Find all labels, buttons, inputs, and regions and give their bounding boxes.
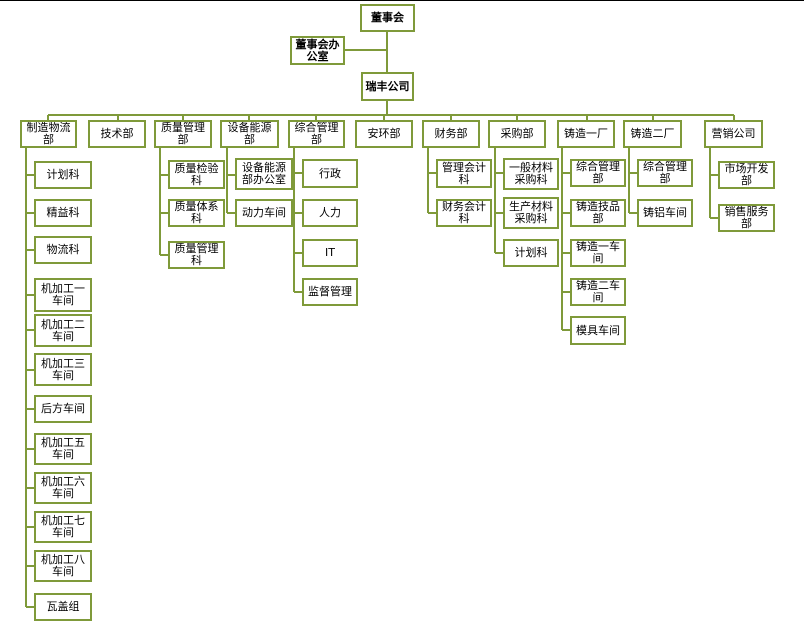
child-box: 一般材料采购科	[503, 158, 559, 190]
child-box: 铸铝车间	[637, 199, 693, 227]
child-box: 生产材料采购科	[503, 197, 559, 229]
child-box: 铸造二车间	[570, 278, 626, 306]
dept-label: 安环部	[367, 127, 401, 140]
child-box: 后方车间	[34, 395, 92, 423]
child-box: 精益科	[34, 199, 92, 227]
child-label: 铸造技品部	[576, 200, 620, 225]
child-label: 市场开发部	[724, 162, 769, 187]
child-label: 生产材料采购科	[509, 200, 553, 225]
child-box: 人力	[302, 199, 358, 227]
dept-label: 设备能源部	[227, 121, 272, 146]
child-box: 质量体系科	[168, 199, 225, 227]
child-box: 机加工五车间	[34, 433, 92, 465]
child-label: 设备能源部办公室	[242, 161, 286, 186]
child-box: 设备能源部办公室	[235, 158, 293, 190]
dept-general: 综合管理部	[288, 120, 345, 148]
child-label: 机加工八车间	[41, 553, 85, 578]
dept-finance: 财务部	[422, 120, 480, 148]
child-box: 机加工三车间	[34, 353, 92, 386]
child-label: 机加工一车间	[41, 282, 85, 307]
child-box: 计划科	[503, 239, 559, 267]
child-label: 动力车间	[242, 206, 286, 219]
child-box: 机加工六车间	[34, 472, 92, 504]
child-label: 质量检验科	[174, 161, 219, 187]
child-box: 管理会计科	[436, 159, 492, 188]
dept-label: 制造物流部	[26, 121, 71, 146]
board-box: 董事会	[360, 4, 415, 32]
child-label: 综合管理部	[643, 160, 687, 185]
child-label: 计划科	[514, 246, 548, 259]
dept-label: 采购部	[500, 127, 534, 140]
child-label: 机加工六车间	[41, 475, 85, 500]
child-box: 机加工二车间	[34, 314, 92, 347]
child-label: 机加工七车间	[41, 514, 85, 539]
child-box: 质量管理科	[168, 241, 225, 269]
company-box: 瑞丰公司	[361, 72, 414, 101]
child-label: 监督管理	[308, 285, 352, 298]
child-label: 质量管理科	[174, 242, 219, 267]
child-label: 计划科	[46, 168, 80, 181]
child-box: 铸造技品部	[570, 199, 626, 227]
child-box: 物流科	[34, 236, 92, 264]
child-box: 机加工七车间	[34, 511, 92, 543]
child-box: 模具车间	[570, 316, 626, 345]
dept-tech: 技术部	[88, 120, 146, 148]
child-box: 瓦盖组	[34, 593, 92, 621]
child-label: 机加工五车间	[41, 436, 85, 461]
dept-label: 技术部	[100, 127, 134, 140]
child-label: IT	[325, 246, 335, 259]
child-label: 模具车间	[576, 323, 620, 337]
dept-foundry1: 铸造一厂	[557, 120, 615, 148]
child-box: 销售服务部	[718, 204, 775, 232]
dept-foundry2: 铸造二厂	[623, 120, 682, 148]
dept-label: 铸造二厂	[630, 127, 675, 140]
child-label: 铸铝车间	[643, 206, 687, 219]
dept-safety: 安环部	[355, 120, 413, 148]
child-label: 销售服务部	[724, 205, 769, 230]
child-box: 质量检验科	[168, 160, 225, 189]
dept-purchasing: 采购部	[488, 120, 546, 148]
board-office-box: 董事会办公室	[290, 36, 345, 65]
child-label: 铸造二车间	[576, 279, 620, 304]
child-box: 综合管理部	[570, 159, 626, 187]
dept-label: 质量管理部	[161, 121, 205, 146]
child-box: 动力车间	[235, 199, 293, 227]
dept-label: 财务部	[434, 127, 468, 140]
child-label: 精益科	[46, 206, 80, 219]
child-box: 财务会计科	[436, 199, 492, 227]
dept-label: 综合管理部	[294, 121, 339, 146]
dept-label: 营销公司	[711, 127, 756, 140]
child-label: 瓦盖组	[46, 600, 80, 613]
child-box: 计划科	[34, 161, 92, 189]
dept-quality: 质量管理部	[154, 120, 212, 148]
board-office-label: 董事会办公室	[295, 37, 340, 63]
child-label: 机加工三车间	[41, 356, 85, 382]
dept-manufacturing: 制造物流部	[20, 120, 77, 148]
child-box: 行政	[302, 159, 358, 188]
dept-label: 铸造一厂	[564, 127, 608, 140]
child-box: 市场开发部	[718, 161, 775, 189]
child-label: 后方车间	[41, 402, 85, 415]
board-label: 董事会	[371, 11, 404, 24]
child-label: 综合管理部	[576, 160, 620, 185]
child-label: 管理会计科	[442, 160, 486, 186]
dept-sales: 营销公司	[704, 120, 763, 148]
child-label: 财务会计科	[442, 200, 486, 225]
child-label: 行政	[319, 166, 341, 180]
company-label: 瑞丰公司	[365, 79, 410, 93]
child-box: 机加工八车间	[34, 550, 92, 582]
child-label: 一般材料采购科	[509, 161, 553, 186]
child-label: 铸造一车间	[576, 240, 620, 265]
child-box: 监督管理	[302, 278, 358, 306]
child-box: 铸造一车间	[570, 239, 626, 267]
child-label: 物流科	[46, 243, 80, 256]
child-box: IT	[302, 239, 358, 267]
child-label: 质量体系科	[174, 200, 219, 225]
child-box: 机加工一车间	[34, 278, 92, 312]
child-box: 综合管理部	[637, 159, 693, 187]
dept-energy: 设备能源部	[220, 120, 279, 148]
child-label: 人力	[319, 206, 341, 219]
child-label: 机加工二车间	[41, 317, 85, 343]
